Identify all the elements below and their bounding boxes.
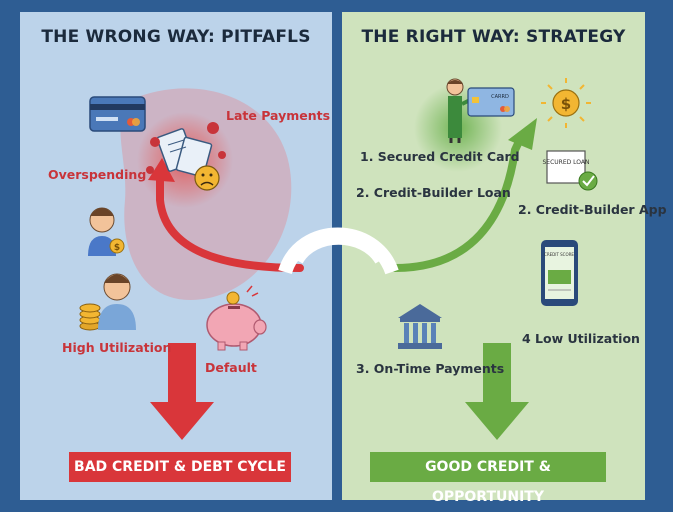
coin-icon: $: [109, 238, 125, 254]
right-way-title: THE RIGHT WAY: STRATEGY: [361, 27, 626, 47]
person-icon: [88, 207, 116, 256]
phone-app-icon: CREDIT SCORE: [541, 240, 578, 306]
loan-doc-text: SECURED LOAN: [542, 159, 589, 166]
svg-text:$: $: [114, 243, 120, 253]
good-credit-banner: GOOD CREDIT & OPPORTUNITY: [370, 452, 606, 505]
red-down-arrow: [150, 343, 214, 440]
label-on-time: 3. On-Time Payments: [356, 361, 505, 376]
center-arch: [278, 227, 399, 275]
bad-credit-banner: BAD CREDIT & DEBT CYCLE: [69, 452, 291, 482]
label-high-utilization: High Utilization: [62, 340, 172, 355]
label-late-payments: Late Payments: [226, 108, 331, 123]
piggy-bank-icon: [206, 285, 267, 351]
sad-face-icon: [194, 165, 220, 191]
red-curve-arrow: [156, 171, 304, 272]
red-curve-arrowhead: [148, 158, 175, 182]
label-builder-loan: 2. Credit-Builder Loan: [356, 185, 511, 200]
bank-icon: [398, 304, 442, 349]
coin-stack-icon: [79, 303, 101, 331]
green-curve-arrow: [391, 131, 526, 272]
bills-icon: [146, 122, 226, 178]
app-header: CREDIT SCORE: [544, 252, 574, 257]
secured-loan-icon: SECURED LOAN: [542, 150, 590, 184]
card-text: CARRD: [491, 94, 509, 100]
credit-card-icon: [89, 96, 146, 132]
checkmark-icon: [578, 171, 598, 191]
sun-dollar-icon: $: [541, 78, 591, 128]
label-default: Default: [205, 360, 257, 375]
label-low-utilization: 4 Low Utilization: [522, 331, 640, 346]
presenter-icon: [446, 78, 471, 143]
wrong-way-title: THE WRONG WAY: PITFAFLS: [41, 27, 311, 47]
person-icon-2: [98, 273, 136, 330]
label-builder-app: 2. Credit-Builder App: [518, 202, 667, 217]
svg-text:$: $: [561, 95, 571, 113]
green-down-arrow: [465, 343, 529, 440]
secured-card-icon: CARRD: [467, 87, 515, 117]
label-overspending: Overspending: [48, 167, 147, 182]
label-secured-card: 1. Secured Credit Card: [360, 149, 520, 164]
green-curve-arrowhead: [508, 118, 537, 150]
